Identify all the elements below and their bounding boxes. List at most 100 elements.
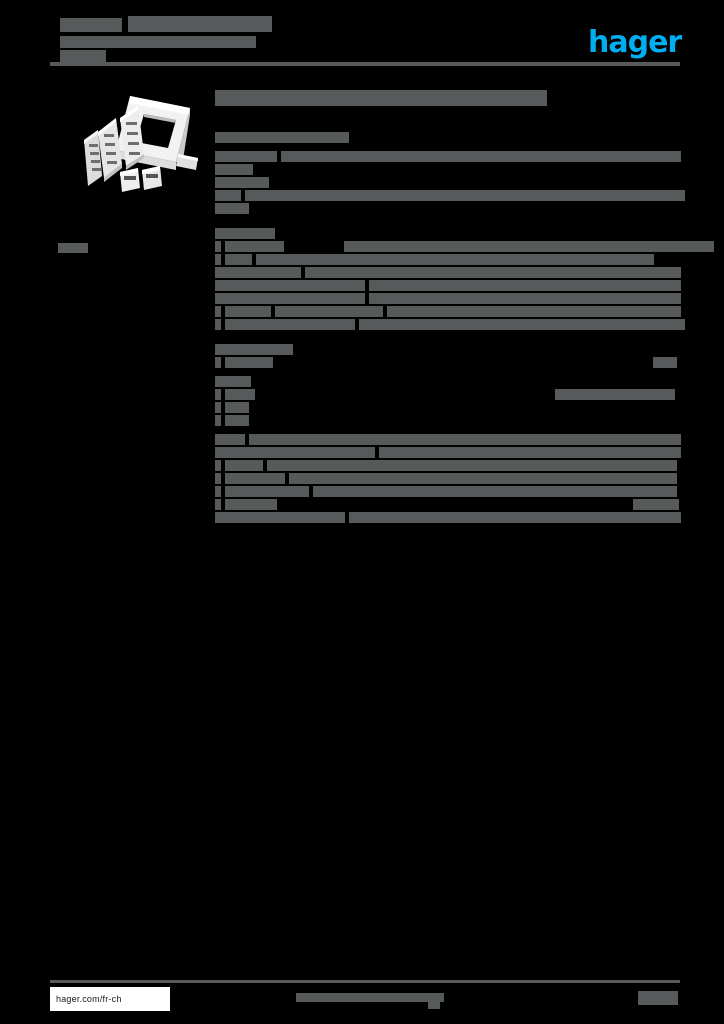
row-value-ext bbox=[344, 241, 714, 252]
row-value bbox=[225, 319, 355, 330]
spec-group-2 bbox=[215, 228, 714, 330]
table-row bbox=[215, 293, 685, 304]
row-value-ext bbox=[275, 306, 383, 317]
table-row bbox=[215, 512, 685, 523]
row-label bbox=[215, 190, 241, 201]
spec-group-4 bbox=[215, 376, 685, 426]
row-value bbox=[379, 447, 681, 458]
product-photo bbox=[58, 88, 204, 202]
document-footer: hager.com/fr-ch bbox=[50, 985, 680, 1015]
main-content bbox=[215, 90, 714, 525]
header-divider bbox=[50, 62, 680, 66]
row-label bbox=[215, 512, 345, 523]
row-label bbox=[215, 151, 277, 162]
footer-center-note-secondary bbox=[428, 1001, 440, 1009]
row-label bbox=[215, 434, 245, 445]
row-bullet bbox=[215, 357, 221, 368]
row-value bbox=[369, 293, 681, 304]
table-row bbox=[215, 177, 685, 188]
table-row bbox=[215, 344, 685, 355]
left-rail-label bbox=[58, 243, 88, 253]
table-row bbox=[215, 306, 685, 317]
document-title bbox=[128, 16, 272, 32]
row-value-ext bbox=[359, 319, 685, 330]
row-label bbox=[215, 293, 365, 304]
row-value bbox=[245, 190, 685, 201]
row-label bbox=[215, 203, 249, 214]
footer-page-number bbox=[638, 991, 678, 1005]
page-title bbox=[215, 90, 547, 106]
row-label bbox=[215, 228, 275, 239]
row-value bbox=[225, 357, 273, 368]
row-value-ext bbox=[555, 389, 675, 400]
row-label bbox=[215, 164, 253, 175]
row-value bbox=[225, 402, 249, 413]
footer-divider bbox=[50, 980, 680, 983]
spec-group-1 bbox=[215, 151, 685, 214]
row-bullet bbox=[215, 402, 221, 413]
row-label bbox=[215, 280, 365, 291]
spec-group-5 bbox=[215, 434, 685, 523]
row-value bbox=[281, 151, 681, 162]
row-label bbox=[215, 376, 251, 387]
row-value bbox=[305, 267, 681, 278]
row-value-ext bbox=[653, 357, 677, 368]
footer-url[interactable]: hager.com/fr-ch bbox=[50, 987, 170, 1011]
row-value bbox=[225, 415, 249, 426]
table-row bbox=[215, 241, 714, 252]
table-row bbox=[215, 164, 685, 175]
row-value bbox=[225, 241, 284, 252]
footer-center-note bbox=[296, 993, 444, 1002]
table-row bbox=[215, 190, 685, 201]
row-value bbox=[225, 486, 309, 497]
row-value bbox=[349, 512, 681, 523]
spec-group-3 bbox=[215, 344, 685, 368]
row-label bbox=[215, 267, 301, 278]
table-row bbox=[215, 203, 685, 214]
table-row bbox=[215, 389, 685, 400]
table-row bbox=[215, 376, 685, 387]
document-subtitle-secondary bbox=[60, 50, 106, 62]
row-value-ext2 bbox=[387, 306, 681, 317]
hager-logo[interactable]: hager bbox=[588, 25, 682, 60]
table-row bbox=[215, 473, 685, 484]
table-row bbox=[215, 319, 685, 330]
row-label bbox=[215, 177, 269, 188]
table-row bbox=[215, 415, 685, 426]
row-label bbox=[215, 344, 293, 355]
table-row bbox=[215, 460, 685, 471]
row-value-ext bbox=[633, 499, 679, 510]
row-bullet bbox=[215, 460, 221, 471]
row-value bbox=[225, 499, 277, 510]
table-row bbox=[215, 228, 685, 239]
row-value bbox=[225, 473, 285, 484]
row-bullet bbox=[215, 319, 221, 330]
row-label bbox=[215, 447, 375, 458]
table-row bbox=[215, 254, 685, 265]
section-heading bbox=[215, 132, 349, 143]
row-bullet bbox=[215, 499, 221, 510]
row-bullet bbox=[215, 486, 221, 497]
row-value bbox=[225, 254, 252, 265]
row-bullet bbox=[215, 306, 221, 317]
table-row bbox=[215, 499, 685, 510]
row-value bbox=[249, 434, 681, 445]
table-row bbox=[215, 280, 685, 291]
row-bullet bbox=[215, 389, 221, 400]
table-row bbox=[215, 434, 685, 445]
row-value-ext bbox=[313, 486, 677, 497]
row-value-ext bbox=[267, 460, 677, 471]
document-code bbox=[60, 18, 122, 32]
row-value-ext bbox=[256, 254, 654, 265]
document-header: hager bbox=[50, 14, 682, 66]
row-bullet bbox=[215, 415, 221, 426]
table-row bbox=[215, 402, 685, 413]
row-value bbox=[225, 460, 263, 471]
table-row bbox=[215, 357, 685, 368]
row-bullet bbox=[215, 241, 221, 252]
row-bullet bbox=[215, 254, 221, 265]
row-bullet bbox=[215, 473, 221, 484]
row-value bbox=[225, 389, 255, 400]
table-row bbox=[215, 486, 685, 497]
row-value bbox=[369, 280, 681, 291]
